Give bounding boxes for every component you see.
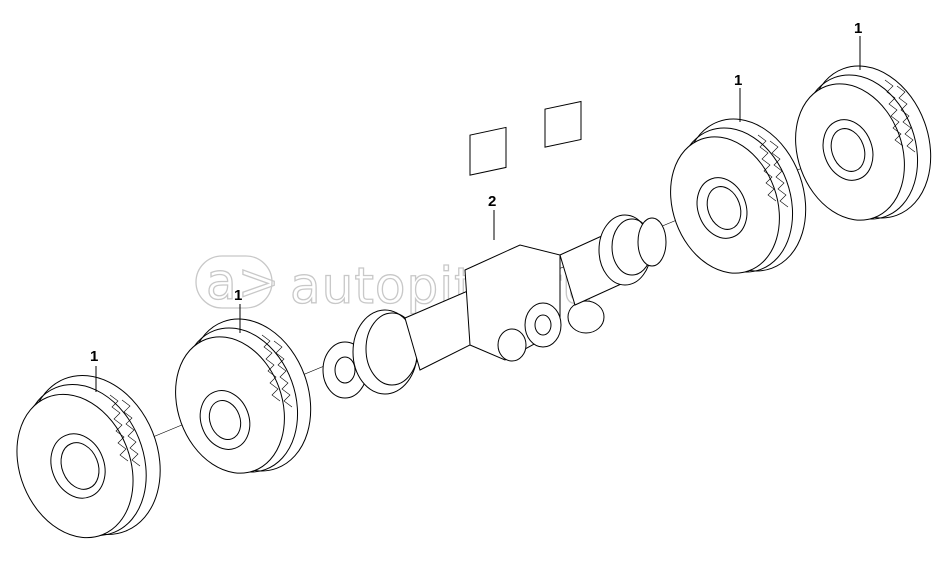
- callout-1-outer-right: 1: [854, 20, 862, 70]
- callout-1-inner-left: 1: [234, 287, 242, 333]
- watermark-logo: a>: [195, 252, 281, 312]
- tire-inner-left: [175, 318, 312, 474]
- callout-2-axle: 2: [488, 193, 496, 240]
- svg-text:1: 1: [854, 20, 862, 37]
- svg-text:a>: a>: [206, 253, 281, 311]
- callout-1-outer-left: 1: [90, 348, 98, 392]
- svg-text:1: 1: [734, 72, 742, 89]
- callout-1-inner-right: 1: [734, 72, 742, 122]
- svg-text:1: 1: [234, 287, 242, 304]
- svg-text:1: 1: [90, 348, 98, 365]
- drive-axle-assembly: [322, 100, 667, 399]
- tire-outer-left: [16, 375, 161, 539]
- tire-inner-right: [670, 118, 807, 274]
- svg-text:2: 2: [488, 193, 496, 210]
- tire-outer-right: [795, 65, 932, 221]
